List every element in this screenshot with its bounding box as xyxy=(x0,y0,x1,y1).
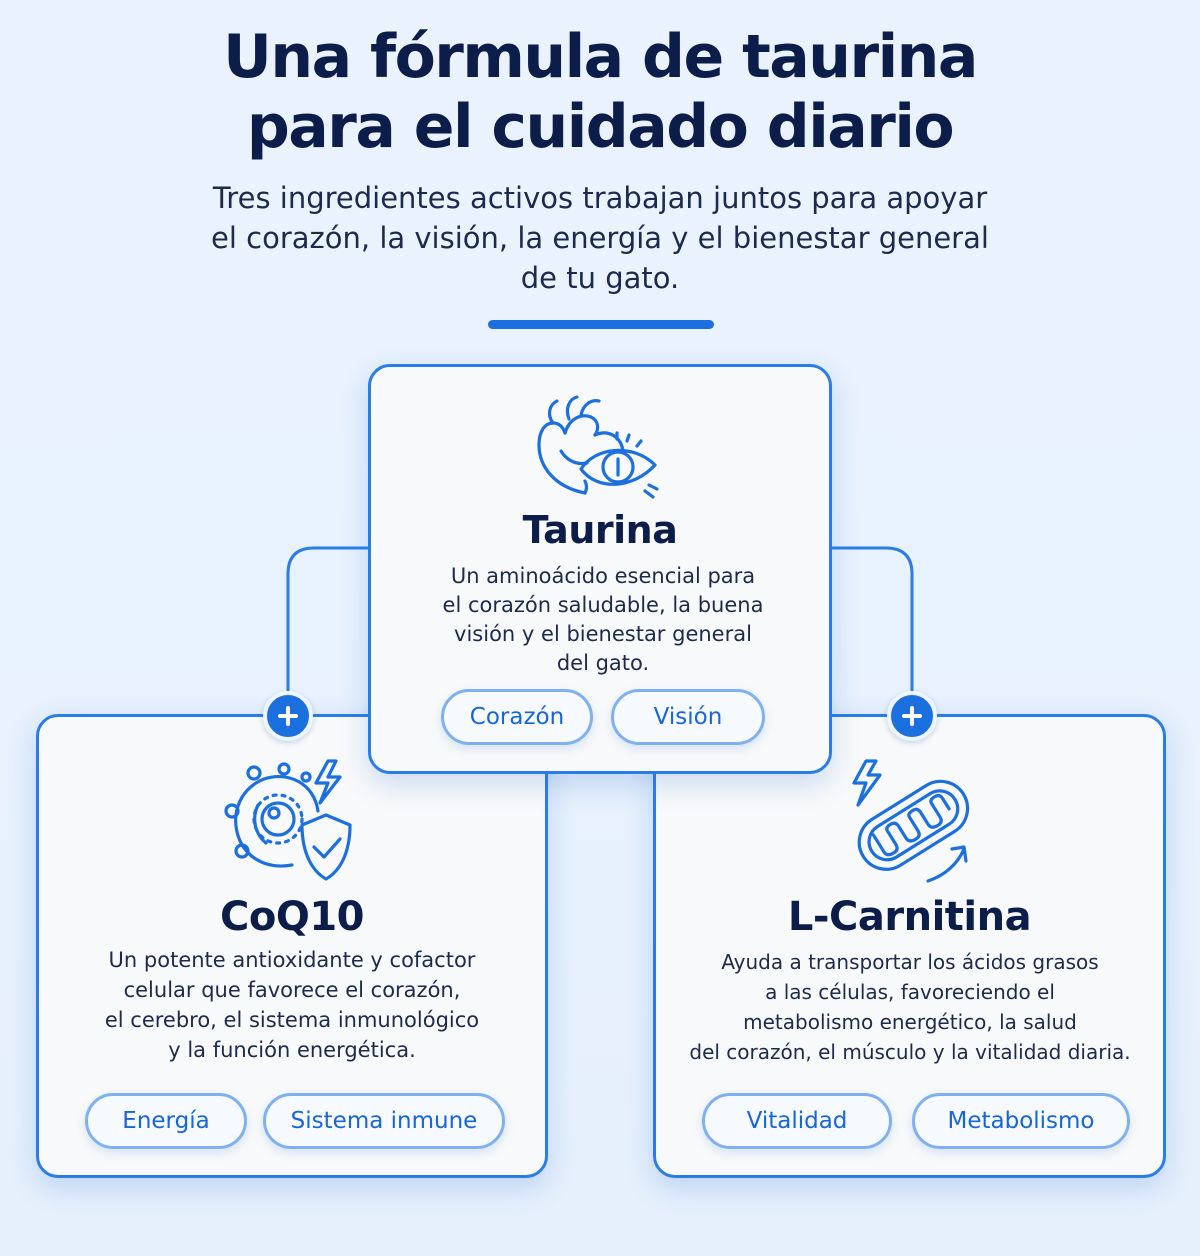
card-desc-taurina: Un aminoácido esencial para el corazón s… xyxy=(391,562,815,678)
tag-corazon: Corazón xyxy=(441,689,593,745)
subtitle-line-2: el corazón, la visión, la energía y el b… xyxy=(211,221,989,255)
subtitle-line-3: de tu gato. xyxy=(520,261,680,295)
desc-line: Un aminoácido esencial para xyxy=(450,564,756,588)
card-title-coq10: CoQ10 xyxy=(219,894,365,940)
card-taurina: Taurina Un aminoácido esencial para el c… xyxy=(368,364,832,774)
card-desc-lcarnitina: Ayuda a transportar los ácidos grasos a … xyxy=(660,947,1160,1067)
plus-badge-left-icon xyxy=(263,691,313,741)
molecule-shield-icon xyxy=(224,759,352,881)
desc-line: del gato. xyxy=(556,651,650,675)
desc-line: el cerebro, el sistema inmunológico xyxy=(104,1008,480,1032)
tag-vision: Visión xyxy=(611,689,765,745)
desc-line: visión y el bienestar general xyxy=(454,622,752,646)
tag-metabolismo: Metabolismo xyxy=(912,1093,1130,1149)
desc-line: el corazón saludable, la buena xyxy=(442,593,764,617)
desc-line: celular que favorece el corazón, xyxy=(123,978,461,1002)
tag-sistema-inmune: Sistema inmune xyxy=(263,1093,505,1149)
card-lcarnitina: L-Carnitina Ayuda a transportar los ácid… xyxy=(653,714,1166,1178)
page-title: Una fórmula de taurina para el cuidado d… xyxy=(0,22,1200,162)
desc-line: y la función energética. xyxy=(168,1038,416,1062)
connector-right xyxy=(830,546,940,718)
connector-left xyxy=(260,546,370,718)
title-line-2: para el cuidado diario xyxy=(246,92,955,162)
desc-line: Ayuda a transportar los ácidos grasos xyxy=(721,950,1099,974)
subtitle-line-1: Tres ingredientes activos trabajan junto… xyxy=(212,181,988,215)
desc-line: a las células, favoreciendo el xyxy=(765,980,1055,1004)
desc-line: Un potente antioxidante y cofactor xyxy=(108,948,476,972)
mitochondria-icon xyxy=(851,759,969,883)
tag-energia: Energía xyxy=(85,1093,247,1149)
title-line-1: Una fórmula de taurina xyxy=(223,22,978,92)
title-divider xyxy=(488,320,714,329)
heart-eye-icon xyxy=(537,395,659,499)
page-subtitle: Tres ingredientes activos trabajan junto… xyxy=(150,178,1050,298)
card-coq10: CoQ10 Un potente antioxidante y cofactor… xyxy=(36,714,548,1178)
tag-vitalidad: Vitalidad xyxy=(702,1093,892,1149)
card-title-taurina: Taurina xyxy=(522,508,678,552)
card-title-lcarnitina: L-Carnitina xyxy=(787,894,1032,940)
card-desc-coq10: Un potente antioxidante y cofactor celul… xyxy=(53,945,531,1065)
desc-line: del corazón, el músculo y la vitalidad d… xyxy=(689,1040,1131,1064)
plus-badge-right-icon xyxy=(887,691,937,741)
desc-line: metabolismo energético, la salud xyxy=(743,1010,1077,1034)
